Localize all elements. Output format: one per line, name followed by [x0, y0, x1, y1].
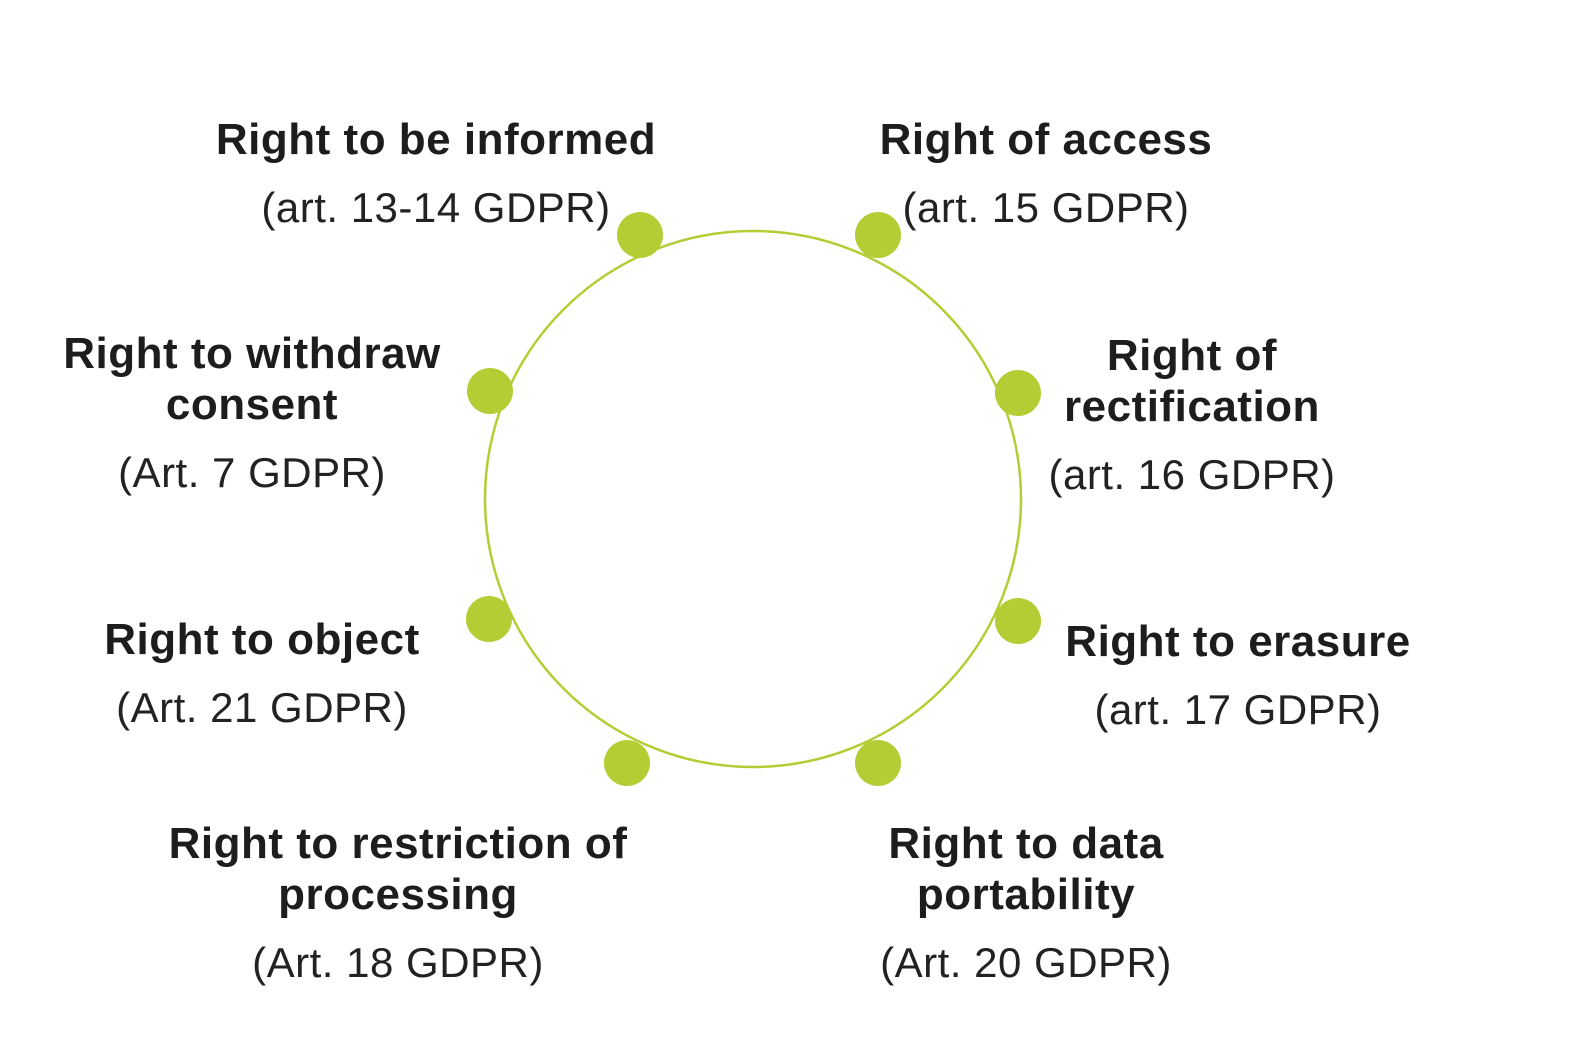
diagram-ring: [483, 229, 1023, 769]
right-subtitle: (art. 15 GDPR): [902, 184, 1190, 232]
node-dot-erasure: [995, 598, 1041, 644]
node-dot-restriction: [604, 740, 650, 786]
right-title: Right to data portability: [888, 819, 1164, 920]
right-subtitle: (Art. 7 GDPR): [118, 449, 386, 497]
node-dot-rectification: [995, 370, 1041, 416]
right-subtitle: (Art. 18 GDPR): [252, 939, 544, 987]
node-dot-withdraw: [467, 368, 513, 414]
label-right-of-access: Right of access (art. 15 GDPR): [880, 96, 1213, 251]
right-title: Right to be informed: [215, 115, 657, 164]
right-title: Right to restriction of processing: [168, 819, 628, 920]
right-subtitle: (art. 17 GDPR): [1094, 686, 1382, 734]
node-dot-informed: [617, 212, 663, 258]
right-title: Right to withdraw consent: [63, 329, 441, 430]
right-title: Right of access: [879, 115, 1213, 164]
node-dot-object: [466, 596, 512, 642]
label-right-to-erasure: Right to erasure (art. 17 GDPR): [1065, 598, 1410, 753]
label-right-to-withdraw-consent: Right to withdraw consent (Art. 7 GDPR): [63, 310, 441, 516]
right-subtitle: (Art. 21 GDPR): [116, 684, 408, 732]
right-title: Right of rectification: [1064, 331, 1320, 432]
label-right-of-rectification: Right of rectification (art. 16 GDPR): [1048, 312, 1335, 518]
label-right-to-be-informed: Right to be informed (art. 13-14 GDPR): [216, 96, 656, 251]
right-title: Right to erasure: [1065, 617, 1411, 666]
label-right-to-restriction-of-processing: Right to restriction of processing (Art.…: [169, 800, 628, 1006]
right-subtitle: (art. 16 GDPR): [1048, 451, 1336, 499]
label-right-to-data-portability: Right to data portability (Art. 20 GDPR): [880, 800, 1172, 1006]
node-dot-access: [855, 212, 901, 258]
right-subtitle: (Art. 20 GDPR): [880, 939, 1172, 987]
node-dot-portability: [855, 740, 901, 786]
right-subtitle: (art. 13-14 GDPR): [261, 184, 611, 232]
label-right-to-object: Right to object (Art. 21 GDPR): [104, 596, 419, 751]
right-title: Right to object: [104, 615, 420, 664]
